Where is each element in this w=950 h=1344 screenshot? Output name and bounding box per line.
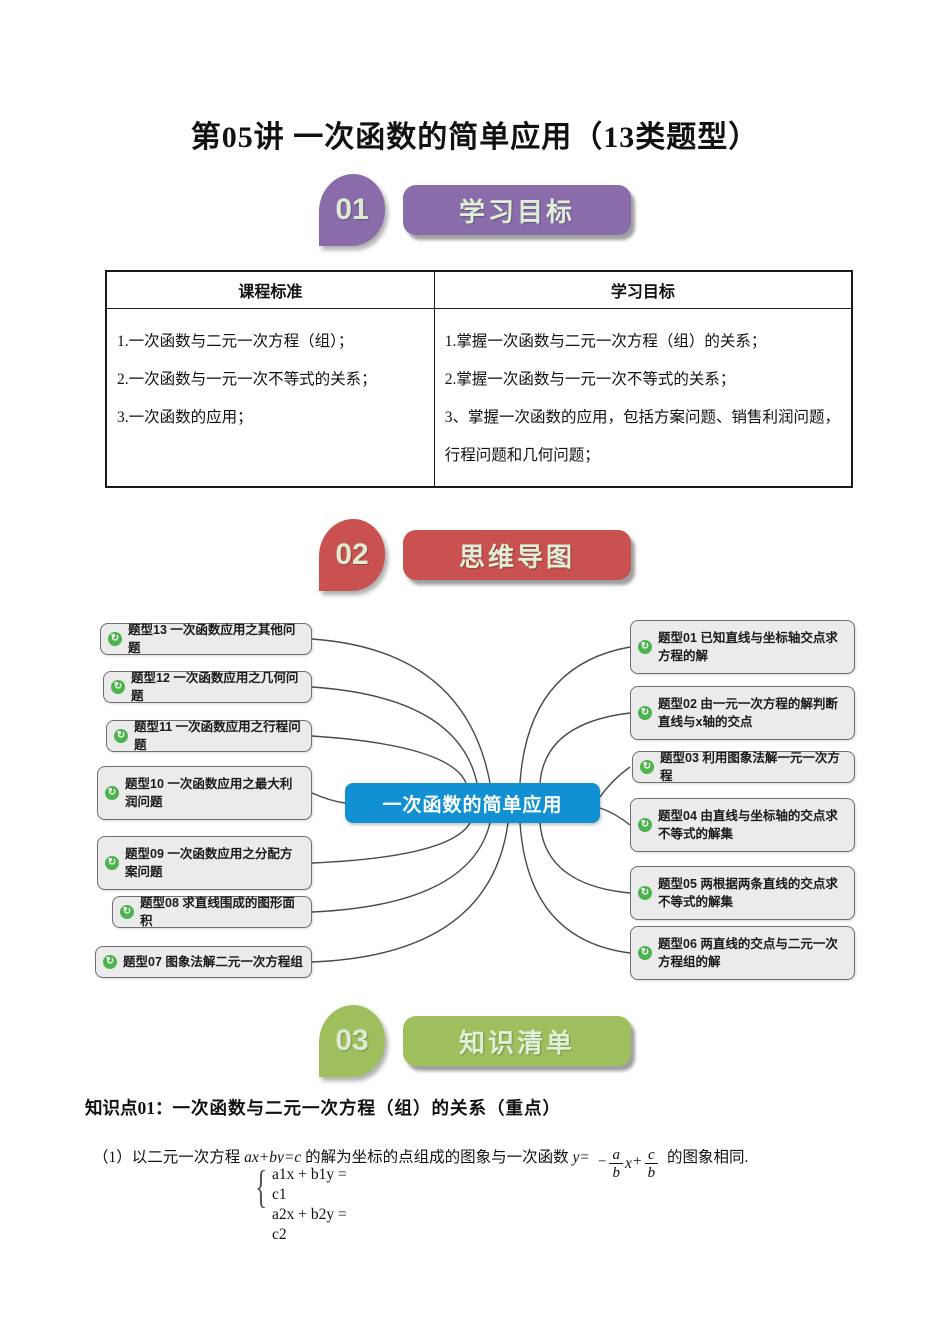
mindmap-node-label: 题型07 图象法解二元一次方程组: [123, 954, 303, 969]
mindmap-node-topic02: ↻ 题型02 由一元一次方程的解判断直线与x轴的交点: [630, 686, 855, 740]
equation-line: a1x + b1y =: [272, 1166, 347, 1183]
circle-arrow-icon: ↻: [640, 760, 654, 774]
mindmap: 一次函数的简单应用 ↻ 题型13 一次函数应用之其他问题 ↻ 题型12 一次函数…: [0, 605, 950, 1005]
circle-arrow-icon: ↻: [638, 640, 652, 654]
mindmap-node-label: 题型04 由直线与坐标轴的交点求不等式的解集: [658, 808, 838, 841]
mindmap-node-topic03: ↻ 题型03 利用图象法解一元一次方程: [632, 751, 855, 783]
plus-sign: +: [632, 1153, 642, 1170]
equation-system: { a1x + b1y = c1 a2x + b2y = c2: [255, 1161, 422, 1247]
knowledge-paragraph: （1）以二元一次方程 ax+by=c 的解为坐标的点组成的图象与一次函数 y= …: [93, 1143, 873, 1182]
mindmap-node-topic06: ↻ 题型06 两直线的交点与二元一次方程组的解: [630, 926, 855, 980]
equation-line: a2x + b2y =: [272, 1206, 347, 1223]
mindmap-node-topic08: ↻ 题型08 求直线围成的图形面积: [112, 896, 312, 928]
circle-arrow-icon: ↻: [638, 706, 652, 720]
mindmap-node-topic13: ↻ 题型13 一次函数应用之其他问题: [100, 623, 312, 655]
section-number: 02: [335, 538, 369, 571]
circle-arrow-icon: ↻: [105, 856, 119, 870]
mindmap-node-label: 题型06 两直线的交点与二元一次方程组的解: [658, 936, 838, 969]
mindmap-node-topic12: ↻ 题型12 一次函数应用之几何问题: [103, 671, 312, 703]
learning-goal-item: 2.掌握一次函数与一元一次不等式的关系；: [444, 370, 736, 388]
section-title-pill: 学习目标: [403, 185, 631, 235]
mindmap-node-label: 题型10 一次函数应用之最大利润问题: [125, 776, 293, 809]
curly-brace: {: [255, 1161, 268, 1212]
course-standard-item: 1.一次函数与二元一次方程（组）；: [117, 333, 354, 350]
table-header-learning-goal: 学习目标: [433, 270, 853, 309]
section-title: 知识清单: [458, 1027, 575, 1058]
mindmap-node-label: 题型13 一次函数应用之其他问题: [128, 622, 296, 655]
fraction-c-over-b: c b: [644, 1147, 659, 1182]
circle-arrow-icon: ↻: [103, 955, 117, 969]
para-text-mid: 的解为坐标的点组成的图象与一次函数: [305, 1149, 569, 1166]
section-number-badge: 03: [319, 1005, 385, 1077]
mindmap-node-topic07: ↻ 题型07 图象法解二元一次方程组: [95, 946, 312, 978]
para-text-end: 的图象相同.: [666, 1149, 749, 1166]
section-number: 03: [335, 1024, 369, 1057]
mindmap-node-topic09: ↻ 题型09 一次函数应用之分配方案问题: [97, 836, 312, 890]
objectives-table: 课程标准 学习目标 1.一次函数与二元一次方程（组）； 2.一次函数与一元一次不…: [105, 270, 853, 488]
mindmap-node-topic11: ↻ 题型11 一次函数应用之行程问题: [106, 720, 312, 752]
course-standard-item: 2.一次函数与一元一次不等式的关系；: [117, 370, 377, 388]
fraction-formula: − a b x + c b: [597, 1147, 660, 1182]
course-standard-item: 3.一次函数的应用；: [117, 408, 253, 426]
inline-equation: ax+by=c: [244, 1149, 302, 1166]
para-text-start: （1）以二元一次方程: [93, 1149, 241, 1166]
minus-sign: −: [597, 1153, 607, 1170]
page-title: 第05讲 一次函数的简单应用（13类题型）: [190, 121, 760, 154]
mindmap-node-label: 题型02 由一元一次方程的解判断直线与x轴的交点: [658, 696, 838, 729]
mindmap-node-topic05: ↻ 题型05 两根据两条直线的交点求不等式的解集: [630, 866, 855, 920]
table-header-row: 课程标准 学习目标: [105, 270, 853, 309]
var-x: x: [624, 1155, 632, 1172]
mindmap-node-label: 题型05 两根据两条直线的交点求不等式的解集: [658, 876, 838, 909]
circle-arrow-icon: ↻: [638, 818, 652, 832]
table-body-row: 1.一次函数与二元一次方程（组）； 2.一次函数与一元一次不等式的关系； 3.一…: [105, 308, 853, 488]
y-equals: y=: [572, 1149, 590, 1166]
learning-goal-cell: 1.掌握一次函数与二元一次方程（组）的关系； 2.掌握一次函数与一元一次不等式的…: [433, 308, 853, 488]
mindmap-center-node: 一次函数的简单应用: [345, 783, 600, 823]
mindmap-node-label: 题型03 利用图象法解一元一次方程: [660, 750, 840, 783]
mindmap-node-topic01: ↻ 题型01 已知直线与坐标轴交点求方程的解: [630, 620, 855, 674]
mindmap-node-topic04: ↻ 题型04 由直线与坐标轴的交点求不等式的解集: [630, 798, 855, 852]
circle-arrow-icon: ↻: [114, 729, 128, 743]
mindmap-node-label: 题型09 一次函数应用之分配方案问题: [125, 846, 293, 879]
section-title-pill: 思维导图: [403, 530, 631, 580]
mindmap-node-label: 题型08 求直线围成的图形面积: [140, 895, 295, 928]
section-number: 01: [335, 193, 369, 226]
knowledge-point-heading: 知识点01：一次函数与二元一次方程（组）的关系（重点）: [85, 1095, 561, 1120]
section-header-2: 02 思维导图: [0, 519, 950, 591]
table-header-course-standard: 课程标准: [105, 270, 435, 309]
knowledge-point-number: 知识点01：: [85, 1098, 173, 1118]
section-title-pill: 知识清单: [403, 1016, 631, 1066]
circle-arrow-icon: ↻: [111, 680, 125, 694]
mindmap-connections: [311, 638, 631, 963]
section-title: 学习目标: [458, 196, 575, 227]
section-title: 思维导图: [458, 541, 575, 572]
learning-goal-item: 3、掌握一次函数的应用，包括方案问题、销售利润问题，行程问题和几何问题；: [444, 408, 840, 464]
learning-goal-item: 1.掌握一次函数与二元一次方程（组）的关系；: [444, 333, 767, 350]
mindmap-node-label: 题型11 一次函数应用之行程问题: [134, 719, 301, 752]
circle-arrow-icon: ↻: [120, 905, 134, 919]
circle-arrow-icon: ↻: [638, 886, 652, 900]
fraction-a-over-b: a b: [609, 1147, 623, 1182]
mindmap-node-label: 题型01 已知直线与坐标轴交点求方程的解: [658, 630, 838, 663]
section-header-1: 01 学习目标: [0, 174, 950, 246]
course-standard-cell: 1.一次函数与二元一次方程（组）； 2.一次函数与一元一次不等式的关系； 3.一…: [105, 308, 435, 488]
mindmap-node-label: 题型12 一次函数应用之几何问题: [131, 670, 299, 703]
knowledge-point-title: 一次函数与二元一次方程（组）的关系（重点）: [172, 1098, 561, 1118]
mindmap-node-topic10: ↻ 题型10 一次函数应用之最大利润问题: [97, 766, 312, 820]
section-number-badge: 01: [319, 174, 385, 246]
circle-arrow-icon: ↻: [105, 786, 119, 800]
circle-arrow-icon: ↻: [638, 946, 652, 960]
section-number-badge: 02: [319, 519, 385, 591]
section-header-3: 03 知识清单: [0, 1005, 950, 1077]
circle-arrow-icon: ↻: [108, 632, 122, 646]
equation-line: c1: [272, 1186, 287, 1203]
equation-line: c2: [272, 1226, 287, 1243]
